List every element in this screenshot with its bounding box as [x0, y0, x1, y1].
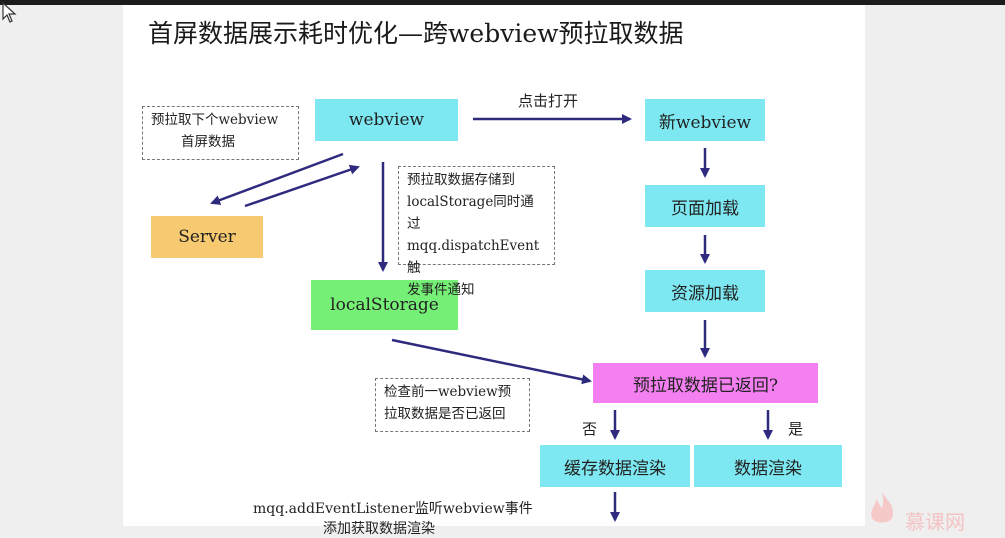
- flame-logo-icon: [862, 490, 902, 530]
- node-local-storage: localStorage: [311, 280, 458, 330]
- node-webview: webview: [315, 99, 458, 141]
- note-check-previous: 检查前一webview预 拉取数据是否已返回: [375, 378, 530, 432]
- slide-canvas: [123, 5, 865, 526]
- node-new-webview: 新webview: [645, 99, 765, 141]
- label-listener-line2: 添加获取数据渲染: [323, 521, 435, 537]
- node-resource-load: 资源加载: [645, 270, 765, 312]
- note-store-dispatch: 预拉取数据存储到 localStorage同时通过 mqq.dispatchEv…: [398, 166, 555, 298]
- arrow-localstorage-to-check: [391, 338, 592, 385]
- note-line: 预拉取数据存储到: [407, 172, 515, 188]
- top-bar: [0, 0, 1005, 5]
- node-page-load: 页面加载: [645, 185, 765, 227]
- note-line: 发事件通知: [407, 282, 475, 298]
- watermark-text: 慕课网: [905, 510, 965, 534]
- arrow-webview-to-server: [210, 152, 344, 205]
- note-line: 首屏数据: [181, 134, 235, 150]
- note-line: 检查前一webview预: [384, 384, 512, 400]
- label-click-open: 点击打开: [518, 92, 579, 110]
- node-data-render: 数据渲染: [694, 445, 842, 487]
- label-no: 否: [582, 420, 598, 438]
- slide-title: 首屏数据展示耗时优化—跨webview预拉取数据: [148, 19, 684, 48]
- flow-arrows: [210, 114, 773, 522]
- node-prefetch-returned: 预拉取数据已返回?: [593, 363, 818, 403]
- note-prefetch-next: 预拉取下个webview 首屏数据: [142, 106, 299, 160]
- note-line: 预拉取下个webview: [151, 112, 279, 128]
- mouse-pointer-icon: [2, 1, 18, 28]
- label-yes: 是: [788, 420, 804, 438]
- node-cache-render: 缓存数据渲染: [540, 445, 690, 487]
- note-line: 拉取数据是否已返回: [384, 406, 506, 422]
- node-server: Server: [151, 216, 263, 258]
- note-line: mqq.dispatchEvent触: [407, 238, 540, 276]
- label-listener-line1: mqq.addEventListener监听webview事件: [253, 501, 533, 517]
- note-line: localStorage同时通过: [407, 194, 534, 232]
- arrow-server-to-webview: [244, 164, 360, 208]
